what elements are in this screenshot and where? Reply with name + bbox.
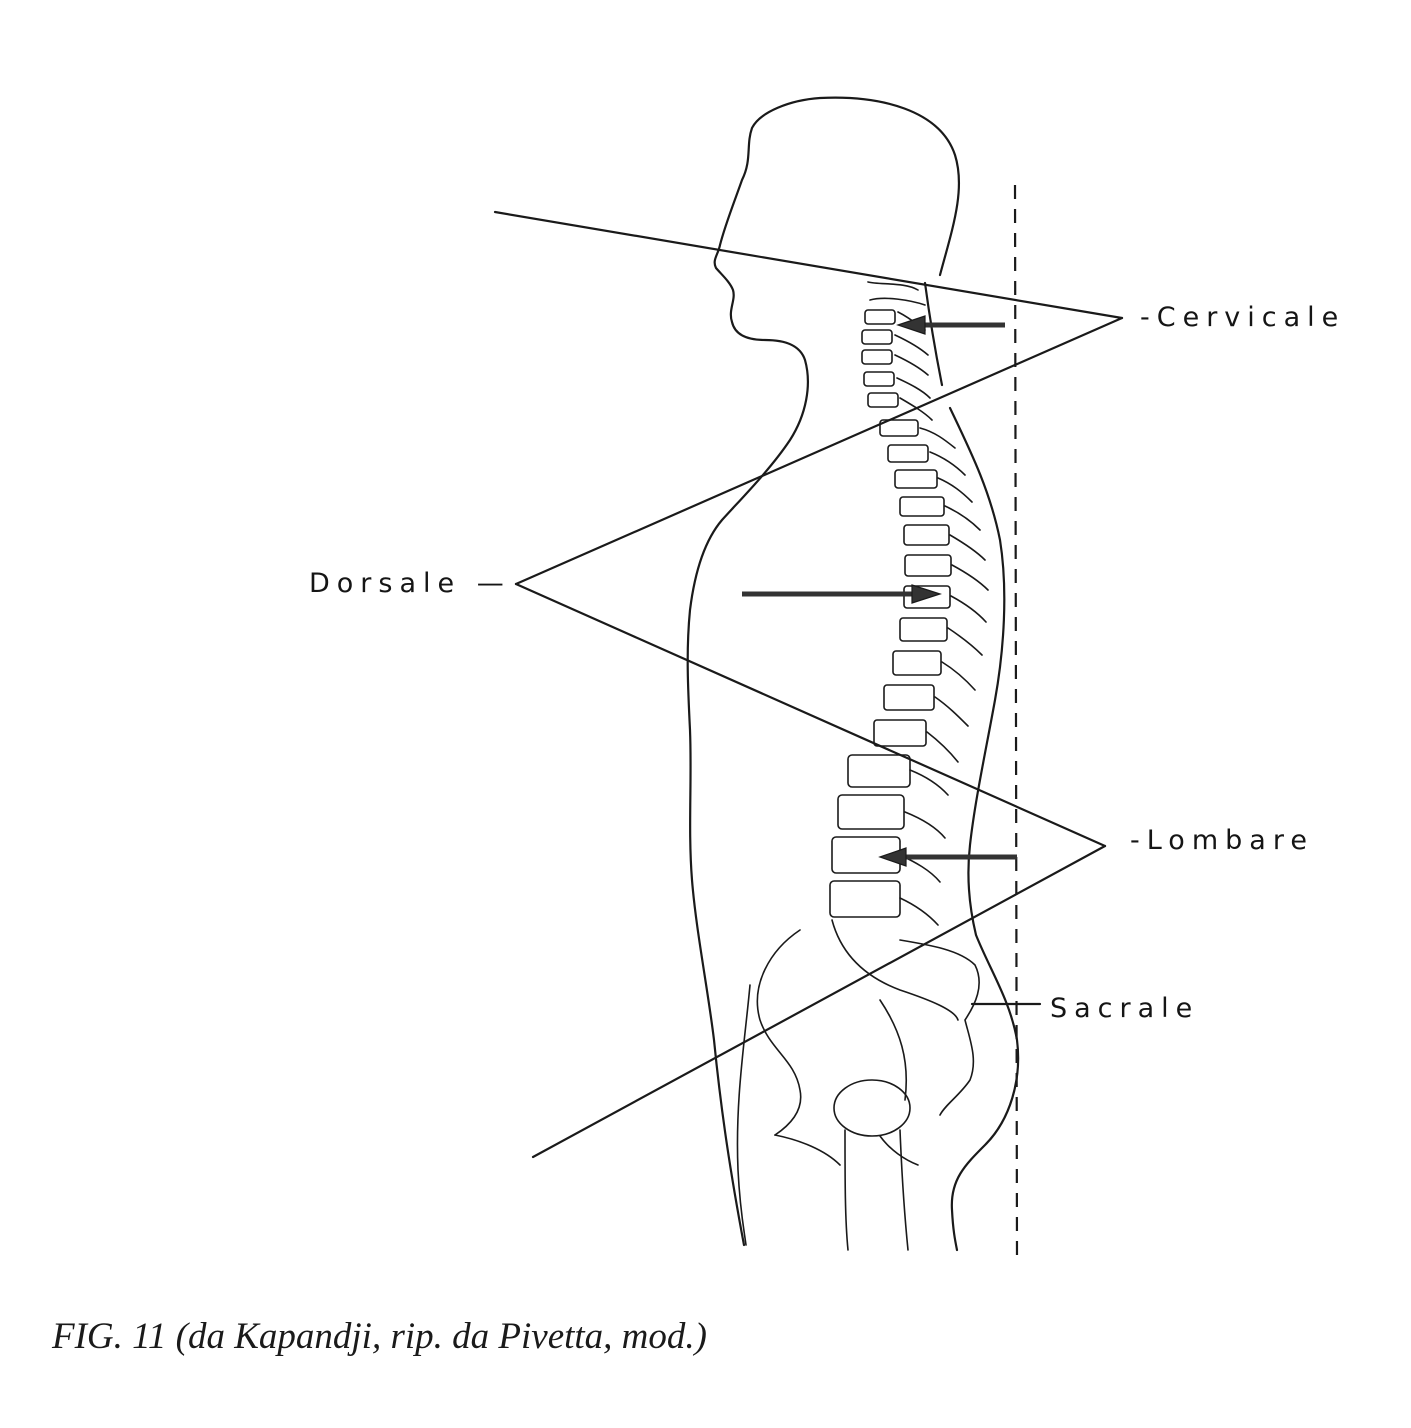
body-silhouette-front: [686, 96, 961, 1247]
lumbar-vertebrae: [829, 754, 949, 926]
dorsal-arrow: [742, 584, 942, 604]
figure-caption: FIG. 11 (da Kapandji, rip. da Pivetta, m…: [52, 1316, 707, 1357]
lumbar-angle-lower: [531, 844, 1107, 1159]
cervical-angle-upper: [493, 210, 1124, 320]
dorsal-angle-lower: [514, 582, 1107, 848]
leg-front: [736, 984, 751, 1246]
dorsal-label: Dorsale —: [309, 568, 511, 599]
cervical-arrow: [896, 315, 1005, 335]
body-silhouette-back: [923, 281, 1020, 1252]
sacral-label: Sacrale: [1050, 993, 1200, 1024]
lumbar-label: -Lombare: [1130, 825, 1314, 856]
sacrum-pelvis: [756, 919, 980, 1251]
cervical-vertebrae: [861, 281, 933, 421]
cervical-angle-lower: [514, 316, 1124, 586]
cervical-label: -Cervicale: [1140, 302, 1346, 333]
lumbar-arrow: [878, 847, 1017, 867]
plumb-line: [1013, 184, 1019, 1261]
thoracic-vertebrae: [873, 419, 989, 763]
